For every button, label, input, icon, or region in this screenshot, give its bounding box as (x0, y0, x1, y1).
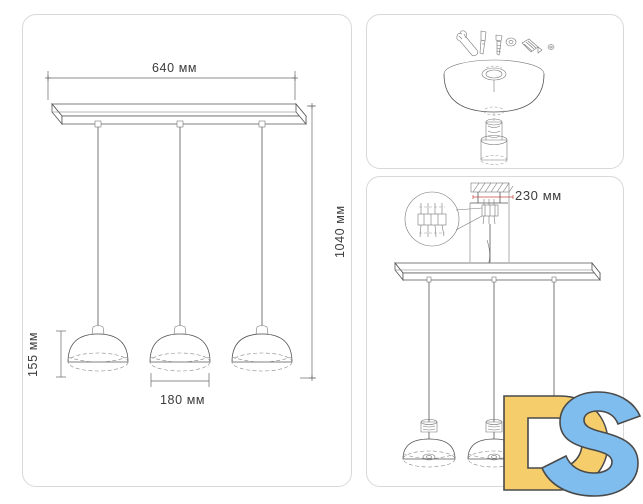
panel-installation (366, 176, 624, 487)
dimension-label-ceiling-gap: 230 мм (515, 188, 562, 203)
dimension-label-drop: 1040 мм (333, 205, 347, 258)
panel-parts-exploded (366, 14, 624, 169)
dimension-label-width: 640 мм (152, 61, 198, 75)
dimension-label-shade-height: 155 мм (26, 331, 40, 377)
dimension-label-shade-diameter: 180 мм (160, 393, 206, 407)
panel-main-elevation (22, 14, 352, 487)
